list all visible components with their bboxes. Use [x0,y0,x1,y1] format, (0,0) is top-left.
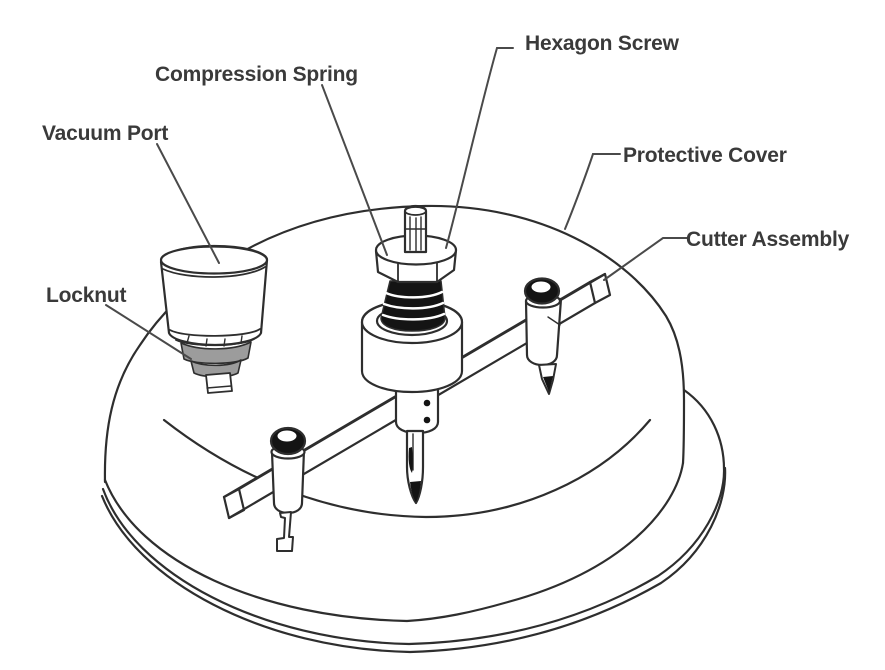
blade-flute-shade [408,447,413,473]
spindle-neck [394,384,440,435]
left-cutter-blade [276,511,294,552]
port-bottom-rim-arc-2 [175,338,255,347]
vacuum-port-top-rim [159,245,269,275]
screw-stem-top [404,206,427,216]
label-protective-cover: Protective Cover [623,144,787,167]
spring-coil-gap-3 [381,312,446,321]
beam-right-end-edges [588,272,607,305]
left-cutter-knob-highlight [277,430,297,442]
label-compression-spring: Compression Spring [155,63,358,86]
leader-vacuum-port [156,143,220,264]
flange-bottom-rim [100,466,727,654]
dome-silhouette [103,204,686,484]
leader-lines [105,47,690,360]
locknut-tab [205,372,233,394]
labels-group: Compression Spring Hexagon Screw Vacuum … [42,32,850,307]
leader-compression-spring [321,84,388,256]
neck-screw-dot-top [423,399,431,407]
label-vacuum-port: Vacuum Port [42,122,168,145]
label-cutter-assembly: Cutter Assembly [686,228,850,251]
locknut-knurl-ticks [186,335,243,347]
screw-stem-knurl [404,216,427,252]
vacuum-port-drawing [159,244,269,394]
protective-cover-drawing [100,204,727,654]
leader-protective-cover [564,153,621,230]
label-hexagon-screw: Hexagon Screw [525,32,680,55]
dome-front-junction-arc [162,418,652,519]
right-cutter-drawing [523,277,563,395]
blade-tip-shade [410,481,421,502]
leader-cutter-assembly [603,237,690,281]
drawing [100,204,727,654]
right-cutter-column [524,297,563,367]
right-cutter-blade-tip-shade [543,376,553,392]
right-cutter-knob-highlight [531,281,551,293]
spring-coil-gap-2 [382,301,445,310]
label-locknut: Locknut [46,284,126,307]
leader-hexagon-screw [445,47,514,249]
right-cutter-screw-mark [547,316,561,326]
left-cutter-drawing [269,426,307,552]
center-spindle-drawing [360,204,464,505]
dome-flange-top-edge [103,461,685,623]
locknut-tab-line [206,385,232,389]
leader-locknut [105,304,192,360]
beam-left-end-edges [227,487,246,520]
spring-coil-gap-1 [384,290,444,299]
neck-screw-dot-bottom [423,416,431,424]
vacuum-port-inner-rim [162,266,266,278]
port-bottom-rim-arc-1 [169,328,261,337]
